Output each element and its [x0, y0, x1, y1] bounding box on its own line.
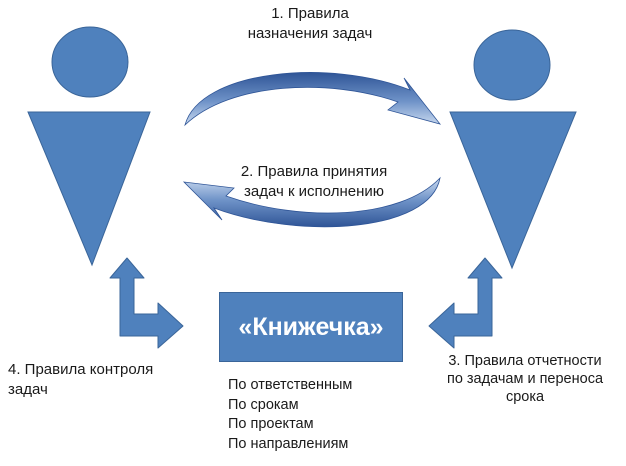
person-right-icon	[449, 29, 577, 270]
rule-control-label: 4. Правила контроля задач	[8, 360, 198, 400]
rule-assign-label: 1. Правила назначения задач	[212, 4, 408, 44]
curved-arrow-accept-icon	[182, 176, 441, 228]
rule-accept-line: задач к исполнению	[243, 183, 384, 200]
sort-option: По проектам	[228, 416, 314, 432]
rule-report-label: 3. Правила отчетности по задачам и перен…	[430, 352, 620, 406]
person-left-icon	[27, 26, 151, 267]
rule-assign-line: 1. Правила	[271, 5, 349, 22]
rule-accept-line: 2. Правила принятия	[240, 163, 388, 180]
sort-option: По срокам	[228, 396, 299, 413]
book-box: «Книжечка»	[219, 292, 403, 362]
person-left-body	[27, 111, 151, 267]
rule-control-line: задач	[8, 381, 48, 398]
elbow-arrow-report-icon	[428, 257, 503, 349]
sort-option: По направлениям	[228, 435, 349, 452]
person-right-body	[449, 111, 577, 270]
person-right-head	[473, 29, 551, 101]
curved-arrow-assign-icon	[184, 72, 442, 127]
rule-accept-label: 2. Правила принятия задач к исполнению	[214, 162, 414, 202]
elbow-arrow-control-icon	[109, 257, 184, 349]
sort-option: По ответственным	[228, 377, 353, 393]
rule-assign-line: назначения задач	[247, 25, 373, 42]
person-left-head	[51, 26, 129, 98]
rule-report-line: по задачам и переноса	[446, 371, 604, 387]
rule-control-line: 4. Правила контроля	[8, 361, 154, 378]
rule-report-line: 3. Правила отчетности	[448, 353, 602, 369]
rule-report-line: срока	[505, 389, 545, 405]
sort-options-list: По ответственным По срокам По проектам П…	[228, 376, 352, 454]
